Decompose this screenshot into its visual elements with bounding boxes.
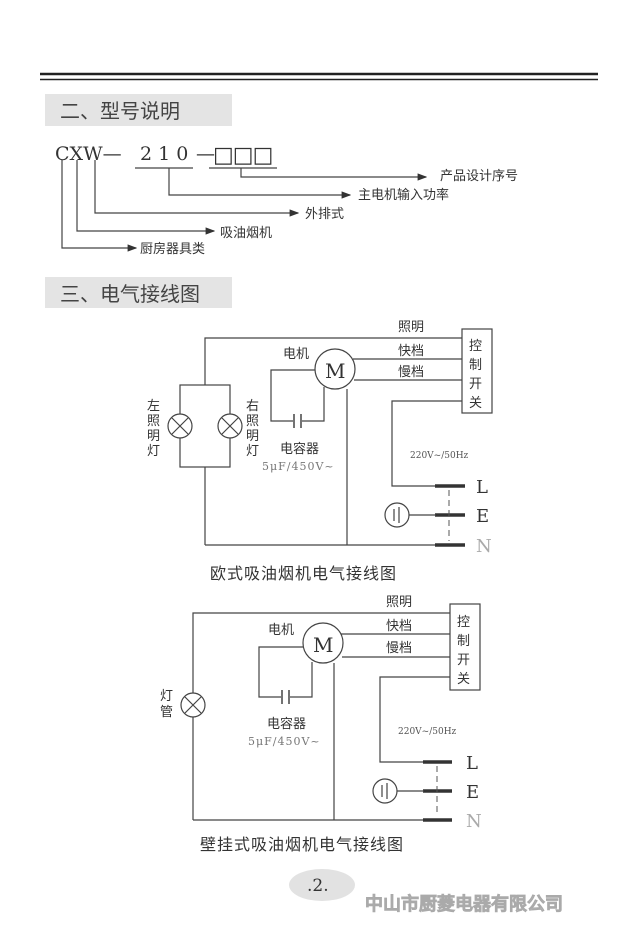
left-lamp-label: 灯 xyxy=(147,444,160,459)
legend-motor-power: 主电机输入功率 xyxy=(358,187,449,203)
left-lamp-label: 明 xyxy=(147,429,160,444)
terminal-n: N xyxy=(466,811,482,832)
label-slow: 慢档 xyxy=(386,640,412,656)
caption-european: 欧式吸油烟机电气接线图 xyxy=(210,564,397,583)
company-watermark: 中山市厨菱电器有限公司 xyxy=(365,893,563,915)
motor-icon xyxy=(302,622,344,664)
motor-icon xyxy=(314,348,356,390)
model-legend: 产品设计序号 主电机输入功率 外排式 吸油烟机 厨房器具类 xyxy=(61,160,518,257)
control-switch xyxy=(461,328,493,414)
section-header-bg xyxy=(45,94,232,126)
earth-icon xyxy=(372,778,424,804)
code-power: 2 1 0 xyxy=(140,143,188,165)
switch-char: 控 xyxy=(457,615,470,630)
code-boxes: □□□ xyxy=(213,143,272,168)
right-lamp-label: 右 xyxy=(246,399,259,414)
switch-char: 开 xyxy=(469,377,482,392)
switch-char: 制 xyxy=(457,634,470,649)
label-motor: 电机 xyxy=(268,623,294,638)
supply-rating: 220V~/50Hz xyxy=(410,451,469,461)
capacitor-spec: 5μF/450V~ xyxy=(262,460,335,473)
lamp-label: 管 xyxy=(160,705,173,720)
legend-external-exhaust: 外排式 xyxy=(305,207,344,222)
label-motor: 电机 xyxy=(283,347,309,362)
right-lamp-label: 灯 xyxy=(246,444,259,459)
caption-wall-mounted: 壁挂式吸油烟机电气接线图 xyxy=(200,835,404,854)
switch-char: 开 xyxy=(457,653,470,668)
legend-design-serial: 产品设计序号 xyxy=(440,169,518,184)
section-title-wiring: 三、电气接线图 xyxy=(60,282,200,306)
left-lamp-label: 照 xyxy=(147,414,160,429)
legend-kitchen-appliance: 厨房器具类 xyxy=(140,241,205,257)
section-title-model: 二、型号说明 xyxy=(60,99,180,123)
right-lamp-icon xyxy=(217,413,243,439)
switch-char: 制 xyxy=(469,358,482,373)
capacitor-spec: 5μF/450V~ xyxy=(248,735,321,748)
diagram-wall-mounted: 控 制 开 关 照明 快档 慢档 M 电机 电容器 5μF/450V~ 灯 管 … xyxy=(160,595,482,854)
motor-symbol: M xyxy=(313,633,333,657)
page-number-bg xyxy=(289,869,355,901)
code-dash: — xyxy=(196,143,215,165)
code-prefix: CXW— xyxy=(55,143,122,165)
label-lighting: 照明 xyxy=(398,320,424,335)
motor-symbol: M xyxy=(325,359,345,383)
diagram-european: 控 制 开 关 照明 快档 慢档 M 电机 电容器 5μF/450V~ 左 照 … xyxy=(147,320,493,583)
model-code: CXW— 2 1 0 — □□□ xyxy=(55,143,277,169)
page-number: .2. xyxy=(307,876,329,896)
legend-range-hood: 吸油烟机 xyxy=(220,226,272,241)
terminal-l: L xyxy=(466,753,478,774)
switch-char: 关 xyxy=(469,396,482,411)
tube-lamp-icon xyxy=(180,692,206,718)
label-capacitor: 电容器 xyxy=(280,441,319,457)
terminal-l: L xyxy=(476,477,488,498)
label-slow: 慢档 xyxy=(398,364,424,380)
right-lamp-label: 照 xyxy=(246,414,259,429)
lamp-label: 灯 xyxy=(160,689,173,704)
right-lamp-label: 明 xyxy=(246,429,259,444)
left-lamp-icon xyxy=(167,413,193,439)
switch-char: 关 xyxy=(457,672,470,687)
label-fast: 快档 xyxy=(386,619,412,634)
terminal-n: N xyxy=(476,536,492,557)
header-rule xyxy=(40,72,598,81)
control-switch xyxy=(449,603,481,691)
terminal-e: E xyxy=(476,506,489,527)
switch-char: 控 xyxy=(469,339,482,354)
label-fast: 快档 xyxy=(398,344,424,359)
terminal-e: E xyxy=(466,782,479,803)
section-header-bg xyxy=(45,277,232,308)
left-lamp-label: 左 xyxy=(147,399,160,414)
earth-icon xyxy=(384,502,436,528)
label-capacitor: 电容器 xyxy=(267,716,306,732)
label-lighting: 照明 xyxy=(386,595,412,610)
supply-rating: 220V~/50Hz xyxy=(398,727,457,737)
